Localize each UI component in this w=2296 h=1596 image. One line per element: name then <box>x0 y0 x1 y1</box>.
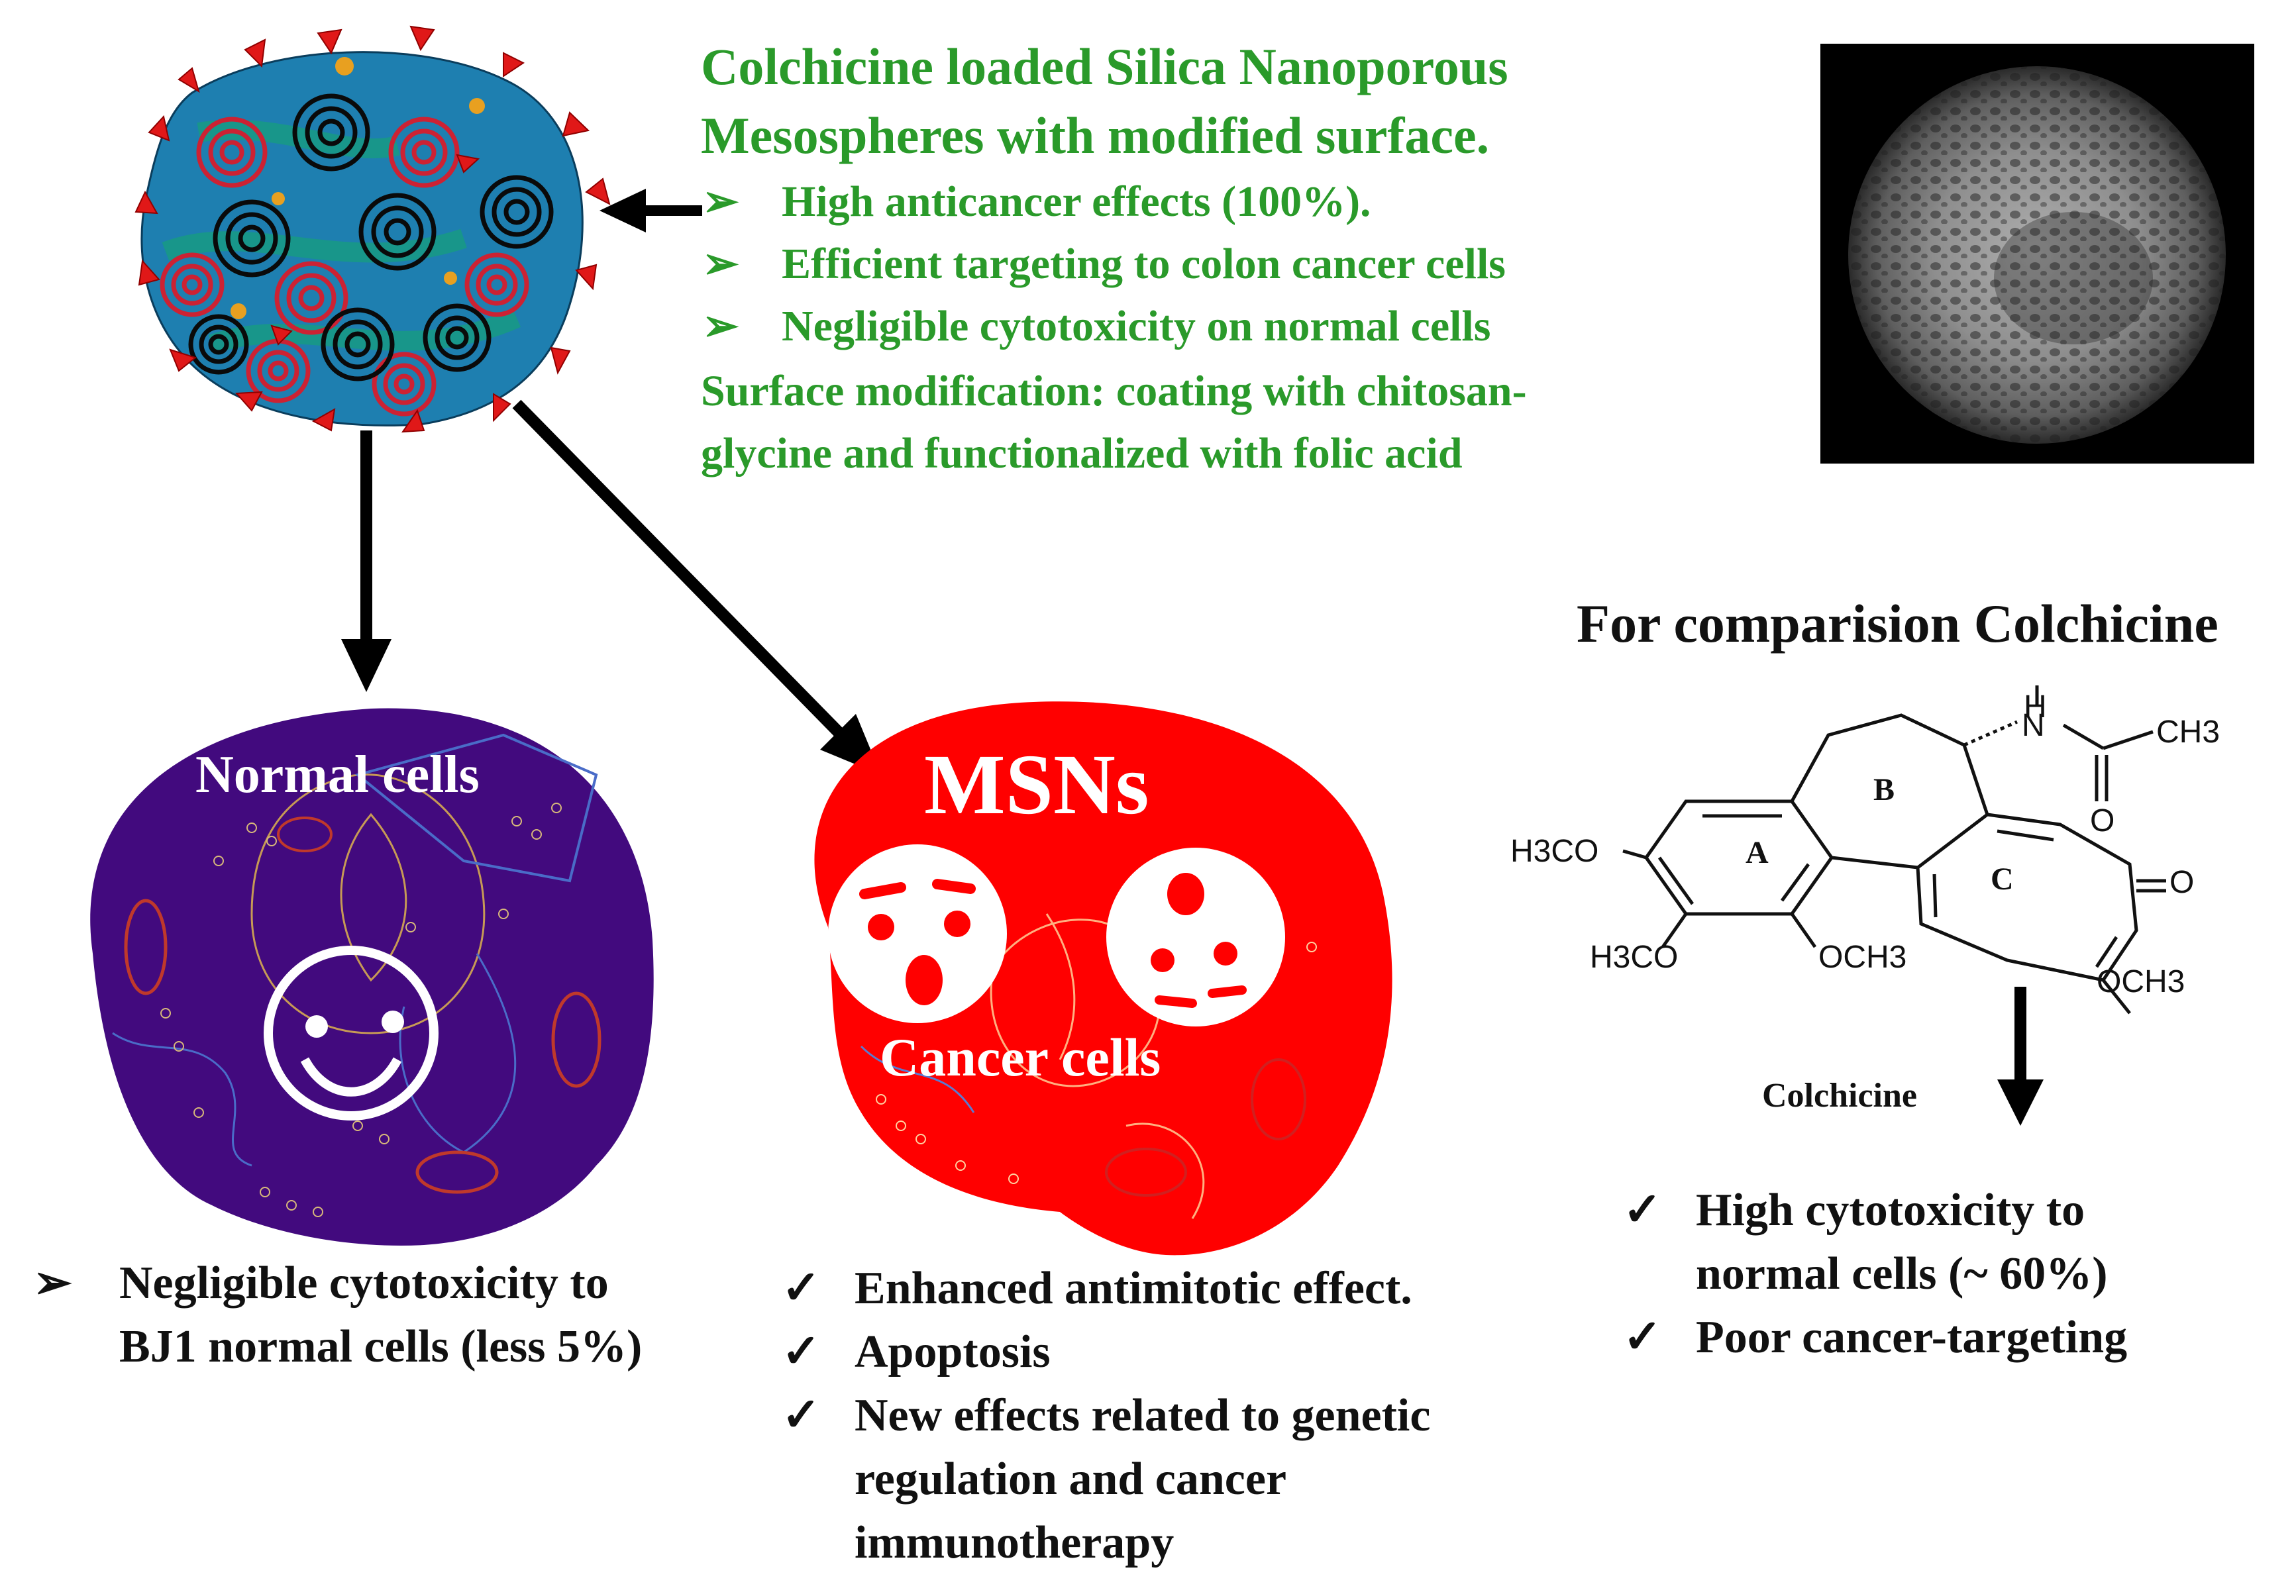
cancer-effect-item: ✓ New effects related to genetic <box>782 1384 1430 1448</box>
colchicine-effect-item: ✓ Poor cancer-targeting <box>1623 1306 2127 1370</box>
cancer-effect-text: New effects related to genetic <box>855 1390 1431 1441</box>
ring-label-b: B <box>1873 772 1895 807</box>
normal-cell-body <box>90 708 654 1246</box>
substituent-n: N <box>2022 708 2045 743</box>
bullet-arrow-icon: ➢ <box>702 302 739 350</box>
feature-item: ➢ Negligible cytotoxicity on normal cells <box>702 295 1490 358</box>
feature-text: Negligible cytotoxicity on normal cells <box>782 302 1491 350</box>
checkmark-icon: ✓ <box>782 1326 821 1377</box>
checkmark-icon: ✓ <box>1623 1312 1662 1363</box>
molecule-name: Colchicine <box>1762 1077 1917 1115</box>
checkmark-icon: ✓ <box>782 1390 821 1441</box>
checkmark-icon: ✓ <box>782 1263 821 1314</box>
bullet-arrow-icon: ➢ <box>702 240 739 288</box>
nanoparticle-title-line2: Mesospheres with modified surface. <box>701 107 1490 164</box>
folic-acid-ligands <box>134 25 611 433</box>
arrow-colchicine-down-head <box>1997 1079 2044 1126</box>
cancer-cells-label: Cancer cells <box>880 1027 1161 1087</box>
colchicine-structure <box>1622 685 2166 1015</box>
sad-face-icon <box>1106 848 1285 1026</box>
normal-effect-line2: BJ1 normal cells (less 5%) <box>119 1321 643 1372</box>
ring-label-c: C <box>1991 862 2014 897</box>
colchicine-effect-text: High cytotoxicity to <box>1696 1185 2085 1236</box>
msns-label: MSNs <box>924 737 1149 832</box>
arrow-to-normal-cells-head <box>341 639 391 692</box>
cancer-effect-item: ✓ Apoptosis <box>782 1321 1051 1384</box>
arrow-to-cancer-cells <box>512 399 846 740</box>
cancer-cell-illustration <box>814 701 1392 1256</box>
substituent-o-amide: O <box>2090 803 2115 838</box>
colchicine-effect-item: ✓ High cytotoxicity to <box>1623 1179 2085 1242</box>
cancer-effect-continuation: immunotherapy <box>855 1517 1174 1568</box>
nanoparticle-title-line1: Colchicine loaded Silica Nanoporous <box>701 38 1508 95</box>
substituent-ch3: CH3 <box>2156 715 2220 750</box>
nanoparticle-illustration <box>134 25 611 433</box>
arrow-text-to-nanoparticle-head <box>600 189 646 232</box>
substituent-h3co-1: H3CO <box>1510 834 1599 869</box>
substituent-h3co-2: H3CO <box>1590 940 1679 975</box>
feature-item: ➢ Efficient targeting to colon cancer cel… <box>702 233 1506 295</box>
ring-label-a: A <box>1746 835 1769 870</box>
normal-cell-effect: ➢ Negligible cytotoxicity to <box>33 1252 609 1315</box>
cancer-effect-continuation: regulation and cancer <box>855 1454 1287 1505</box>
feature-item: ➢ High anticancer effects (100%). <box>702 171 1371 233</box>
normal-cell-illustration <box>90 708 654 1246</box>
modification-line2: glycine and functionalized with folic ac… <box>701 429 1463 477</box>
cancer-effect-text: Enhanced antimitotic effect. <box>855 1263 1412 1314</box>
colchicine-effect-continuation: normal cells (~ 60%) <box>1696 1248 2108 1299</box>
checkmark-icon: ✓ <box>1623 1185 1662 1236</box>
cancer-effect-item: ✓ Enhanced antimitotic effect. <box>782 1257 1412 1321</box>
comparison-heading: For comparision Colchicine <box>1577 593 2218 654</box>
bullet-arrow-icon: ➢ <box>33 1258 72 1309</box>
shocked-face-icon <box>828 844 1007 1023</box>
cancer-effect-text: Apoptosis <box>855 1326 1051 1377</box>
substituent-och3-1: OCH3 <box>1818 940 1907 975</box>
smiley-face-icon <box>264 946 439 1121</box>
normal-effect-line1: Negligible cytotoxicity to <box>119 1258 609 1309</box>
modification-line1: Surface modification: coating with chito… <box>701 367 1527 415</box>
normal-cells-label: Normal cells <box>195 746 480 804</box>
smiley-eye <box>305 1015 328 1038</box>
smiley-eye <box>382 1011 404 1033</box>
bullet-arrow-icon: ➢ <box>702 177 739 226</box>
feature-text: High anticancer effects (100%). <box>782 177 1371 226</box>
substituent-o-ketone: O <box>2169 865 2195 900</box>
cancer-cell-body <box>814 701 1392 1256</box>
feature-text: Efficient targeting to colon cancer cell… <box>782 240 1506 288</box>
drug-particles <box>231 57 485 319</box>
substituent-h: H <box>2024 689 2047 724</box>
colchicine-effect-text: Poor cancer-targeting <box>1696 1312 2128 1363</box>
pore-spirals <box>160 93 554 417</box>
substituent-och3-2: OCH3 <box>2097 964 2185 999</box>
sem-micrograph-image <box>1820 44 2254 464</box>
